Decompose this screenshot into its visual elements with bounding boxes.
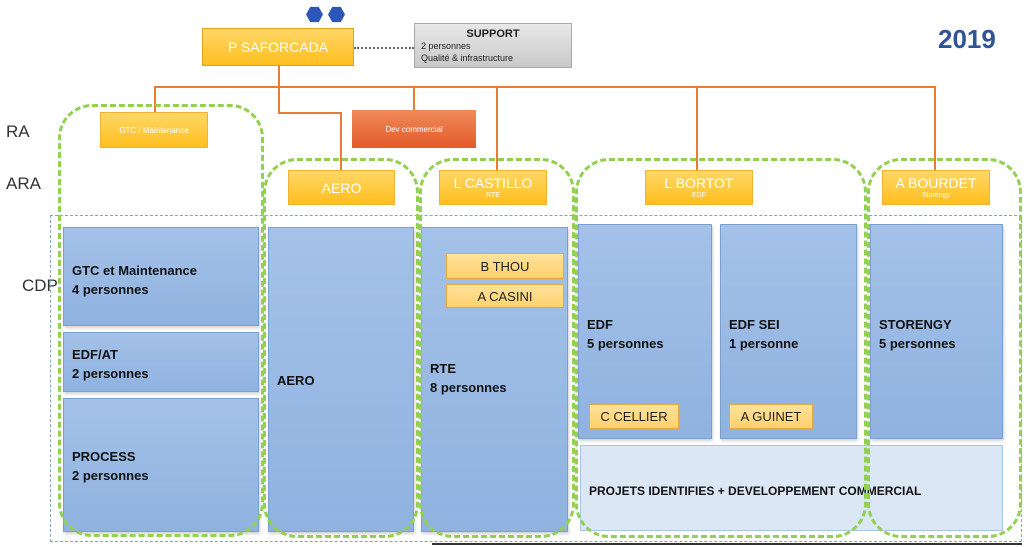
cdp-gtc-name: GTC et Maintenance bbox=[72, 263, 197, 278]
ara-bortot-box: L BORTOT EDF bbox=[645, 170, 753, 205]
connector-bortot bbox=[696, 86, 698, 170]
cdp-process-count: 2 personnes bbox=[72, 468, 149, 483]
ara-castillo-box: L CASTILLO RTE bbox=[439, 170, 547, 205]
director-name: P SAFORCADA bbox=[227, 39, 329, 55]
row-label-cdp: CDP bbox=[22, 276, 58, 295]
ara-castillo-name: L CASTILLO bbox=[453, 175, 533, 191]
cdp-edfat-box: EDF/AT 2 personnes bbox=[63, 332, 259, 392]
cdp-edfsei-name: EDF SEI bbox=[729, 317, 780, 332]
person-box-guinet: A GUINET bbox=[729, 404, 813, 429]
director-box: P SAFORCADA bbox=[202, 28, 354, 66]
cdp-edfsei-count: 1 personne bbox=[729, 336, 799, 351]
group-frame-rte bbox=[419, 158, 575, 538]
cdp-edf-count: 5 personnes bbox=[587, 336, 664, 351]
group-frame-aero bbox=[263, 158, 419, 538]
ara-bourdet-name: A BOURDET bbox=[895, 175, 977, 191]
ara-bourdet-sub: Storengy bbox=[921, 192, 951, 199]
cdp-edfsei-box: EDF SEI 1 personne bbox=[720, 224, 857, 439]
person-name: A CASINI bbox=[477, 288, 533, 304]
connector-dev bbox=[413, 86, 415, 110]
support-title: SUPPORT bbox=[466, 28, 520, 40]
cdp-storengy-count: 5 personnes bbox=[879, 336, 956, 351]
ra-dev-label: Dev commercial bbox=[385, 124, 443, 134]
cdp-process-name: PROCESS bbox=[72, 449, 136, 464]
ara-bortot-name: L BORTOT bbox=[664, 175, 734, 191]
connector-horizontal bbox=[154, 86, 935, 88]
cdp-rte-count: 8 personnes bbox=[430, 380, 507, 395]
person-box-casini: A CASINI bbox=[446, 284, 564, 308]
support-box: SUPPORT 2 personnes Qualité & infrastruc… bbox=[414, 23, 572, 68]
person-box-thou: B THOU bbox=[446, 253, 564, 279]
cdp-edfat-count: 2 personnes bbox=[72, 366, 149, 381]
projets-label: PROJETS IDENTIFIES + DEVELOPPEMENT COMME… bbox=[589, 484, 922, 498]
cdp-gtc-box: GTC et Maintenance 4 personnes bbox=[63, 227, 259, 326]
support-connector bbox=[354, 47, 414, 49]
ra-gtc-label: GTC / Maintenance bbox=[119, 125, 189, 135]
cdp-aero-box: AERO bbox=[268, 227, 414, 532]
person-box-cellier: C CELLIER bbox=[589, 404, 679, 429]
cdp-edfat-name: EDF/AT bbox=[72, 347, 118, 362]
connector-aero-v bbox=[340, 112, 342, 170]
connector-top bbox=[278, 66, 280, 113]
cdp-aero-name: AERO bbox=[277, 373, 315, 388]
row-label-ra: RA bbox=[6, 122, 30, 141]
hexagon-icon bbox=[328, 6, 345, 23]
row-label-ara: ARA bbox=[6, 174, 41, 193]
connector-aero-h bbox=[278, 112, 341, 114]
year-label: 2019 bbox=[938, 24, 996, 54]
ara-bortot-sub: EDF bbox=[692, 192, 706, 199]
ra-gtc-box: GTC / Maintenance bbox=[100, 112, 208, 148]
bottom-rule bbox=[432, 543, 1022, 545]
cdp-process-box: PROCESS 2 personnes bbox=[63, 398, 259, 532]
cdp-storengy-name: STORENGY bbox=[879, 317, 952, 332]
ara-castillo-sub: RTE bbox=[486, 192, 500, 199]
cdp-edf-name: EDF bbox=[587, 317, 613, 332]
cdp-gtc-count: 4 personnes bbox=[72, 282, 149, 297]
connector-bourdet bbox=[934, 86, 936, 170]
support-line2: Qualité & infrastructure bbox=[421, 53, 514, 63]
group-frame-edf bbox=[575, 158, 867, 538]
person-name: A GUINET bbox=[740, 409, 802, 424]
ara-aero-name: AERO bbox=[321, 179, 362, 196]
ra-dev-box: Dev commercial bbox=[352, 110, 476, 148]
cdp-rte-name: RTE bbox=[430, 361, 456, 376]
projets-box: PROJETS IDENTIFIES + DEVELOPPEMENT COMME… bbox=[580, 445, 1003, 531]
person-name: C CELLIER bbox=[600, 409, 668, 424]
group-frame-storengy bbox=[867, 158, 1022, 538]
cdp-storengy-box: STORENGY 5 personnes bbox=[870, 224, 1003, 439]
cdp-edf-box: EDF 5 personnes bbox=[578, 224, 712, 439]
hexagon-icon bbox=[306, 6, 323, 23]
support-line1: 2 personnes bbox=[421, 41, 471, 51]
connector-gtc bbox=[154, 86, 156, 112]
connector-castillo bbox=[496, 86, 498, 170]
group-frame-gtc bbox=[58, 104, 264, 537]
person-name: B THOU bbox=[480, 258, 530, 274]
